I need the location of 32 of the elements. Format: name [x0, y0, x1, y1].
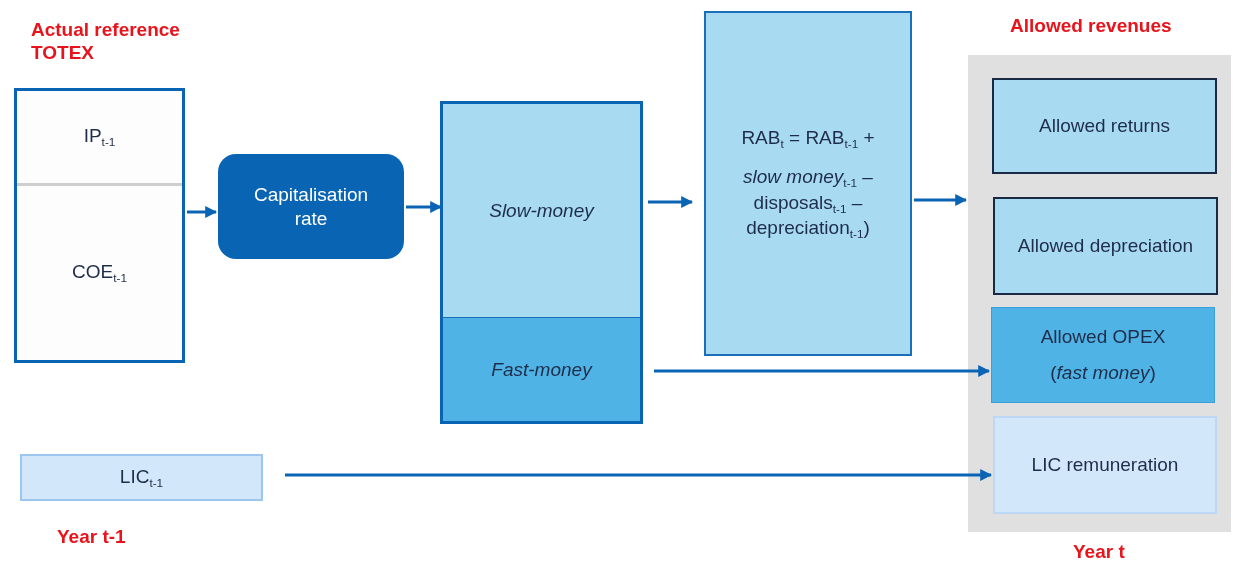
year-label: Year t	[1073, 541, 1125, 561]
rab-formula-box	[704, 11, 912, 356]
arrow	[654, 365, 991, 377]
slow-money-section	[443, 104, 640, 317]
node-text: LIC remuneration	[1030, 453, 1180, 477]
section-heading: Allowed revenues	[1010, 15, 1173, 38]
revenue-box	[993, 416, 1217, 514]
node-text: Allowed depreciation	[1016, 234, 1195, 258]
arrow	[187, 206, 218, 218]
node-text: Fast-money	[490, 357, 594, 382]
node-text: RAB$_{t}$ = RAB$_{t-1}$ +	[740, 125, 876, 152]
node-text: Allowed returns	[1038, 114, 1171, 138]
lic-box	[20, 454, 263, 501]
node-text: Allowed OPEX	[1039, 325, 1167, 349]
arrow	[406, 201, 443, 213]
arrow	[914, 194, 968, 206]
revenue-box	[992, 78, 1217, 174]
node-text: slow money$_{t-1}$ – disposals$_{t-1}$ – depreciation$_{t-1}$)	[742, 165, 874, 242]
process-box	[218, 154, 404, 259]
node-text: LIC$_{t-1}$	[118, 464, 165, 491]
arrow	[648, 196, 694, 208]
node-text: COE$_{t-1}$	[71, 260, 128, 286]
section-heading: Actual reference TOTEX	[31, 19, 181, 65]
node-text: IP$_{t-1}$	[82, 124, 117, 150]
arrow	[285, 469, 993, 481]
node-text: (fast money)	[1049, 361, 1157, 385]
node-text: Slow-money	[488, 198, 596, 223]
revenue-box	[993, 197, 1218, 295]
node-text: Capitalisation rate	[252, 182, 370, 231]
revenue-box	[991, 307, 1215, 403]
year-label: Year t-1	[57, 526, 126, 548]
money-box	[440, 101, 643, 424]
